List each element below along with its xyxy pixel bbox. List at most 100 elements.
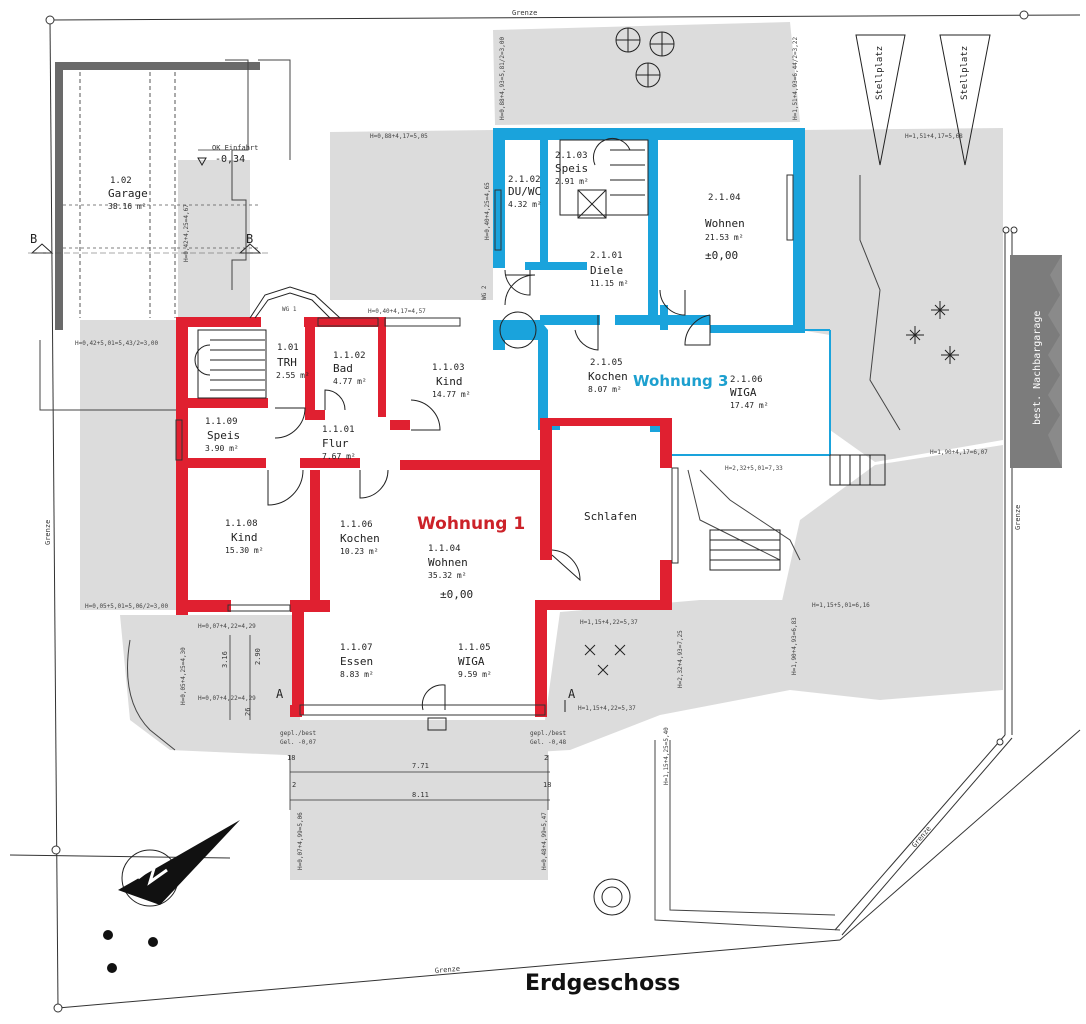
height-label: H=0,40+4,17=4,57 — [368, 308, 426, 315]
room-name: Diele — [590, 264, 623, 277]
room-no: 1.1.08 — [225, 519, 258, 529]
height-label: H=1,15+4,25=5,40 — [663, 727, 670, 785]
room-area: 8.83 m² — [340, 670, 374, 679]
wohnung3-wiga — [670, 329, 831, 456]
neighbour-garage — [1010, 255, 1062, 468]
gepl-left: gepl./best — [280, 730, 317, 737]
room-name: Speis — [207, 429, 240, 442]
gel-right: Gel. -0,48 — [530, 739, 567, 746]
paving-right-lower — [780, 445, 1003, 700]
door-swings — [267, 269, 711, 731]
room-area: 9.59 m² — [458, 670, 492, 679]
w3-wall-dushe — [540, 140, 548, 265]
height-label: H=0,88+4,93=5,81/2=3,00 — [499, 37, 506, 120]
room-name: Schlafen — [584, 510, 637, 523]
wg2-label: WG 2 — [481, 285, 488, 300]
dimension-lines — [198, 149, 550, 810]
height-annotations: H=0,88+4,93=5,81/2=3,00 H=0,88+4,17=5,05… — [75, 37, 988, 870]
w3-wall-top — [493, 128, 805, 140]
height-label: H=0,48+4,99=5,47 — [541, 812, 548, 870]
room-area: 2.55 m² — [276, 371, 310, 380]
room-name: Wohnen — [428, 556, 468, 569]
paving-areas — [80, 22, 1003, 880]
room-no: 2.1.01 — [590, 251, 623, 261]
room-no: 1.1.04 — [428, 544, 461, 554]
room-name: Bad — [333, 362, 353, 375]
room-no: 2.1.02 — [508, 175, 541, 185]
room-area: 7.67 m² — [322, 452, 356, 461]
height-label: H=1,15+4,22=5,37 — [580, 619, 638, 626]
paving-left — [80, 320, 176, 610]
height-label: H=1,51+4,17=5,68 — [905, 133, 963, 140]
w3-wall-diele-top — [525, 262, 587, 270]
grenze-top-label: Grenze — [512, 9, 537, 17]
room-no: 2.1.04 — [708, 193, 741, 203]
w3-wall-right — [793, 128, 805, 333]
paving-right — [800, 128, 1003, 462]
grenze-left-label: Grenze — [44, 520, 52, 545]
room-no: 2.1.06 — [730, 375, 763, 385]
paving-upper-center — [330, 130, 493, 300]
section-a-left: A — [276, 687, 284, 701]
room-no: 1.1.07 — [340, 643, 373, 653]
grenze-right-label: Grenze — [1014, 505, 1022, 530]
dim-18a: 18 — [287, 754, 295, 762]
ok-einfahrt-value: -0,34 — [215, 154, 245, 165]
paving-terrace — [290, 745, 548, 880]
room-area: 4.32 m² — [508, 200, 542, 209]
ok-einfahrt: OK Einfahrt -0,34 — [197, 144, 258, 167]
dim-290: 2.90 — [254, 648, 262, 665]
room-labels: 1.02 Garage 38.16 m² 1.01 TRH 2.55 m² 1.… — [108, 151, 769, 679]
room-area: 17.47 m² — [730, 401, 769, 410]
wohnung3-label: Wohnung 3 — [633, 372, 728, 390]
section-a-right: A — [568, 687, 576, 701]
height-label: H=2,32+5,01=7,33 — [725, 465, 783, 472]
w1-wall-mid — [400, 460, 550, 470]
height-label: H=0,07+4,22=4,29 — [198, 695, 256, 702]
section-b-left: B — [30, 232, 37, 246]
parking-spaces — [855, 34, 991, 166]
dim-26: 26 — [244, 708, 252, 716]
w3-wall-lower — [493, 320, 560, 430]
height-label: H=0,07+4,99=5,06 — [297, 812, 304, 870]
height-label: H=1,15+5,01=6,16 — [812, 602, 870, 609]
w1-wall-top-m — [304, 317, 384, 327]
gel-left: Gel. -0,07 — [280, 739, 317, 746]
room-area: 3.90 m² — [205, 444, 239, 453]
room-name: WIGA — [458, 655, 485, 668]
boundary-labels: Grenze Grenze Grenze Grenze Grenze Stell… — [30, 9, 1043, 975]
plan-title: Erdgeschoss — [525, 971, 680, 996]
room-name: TRH — [277, 356, 297, 369]
room-name: WIGA — [730, 386, 757, 399]
dim-2b: 2 — [544, 754, 548, 762]
room-name: Kind — [436, 375, 463, 388]
room-name: Speis — [555, 162, 588, 175]
room-no: 1.1.01 — [322, 425, 355, 435]
height-label: H=0,42+4,25=4,67 — [183, 204, 190, 262]
stairs — [194, 137, 886, 571]
room-no: 1.1.09 — [205, 417, 238, 427]
room-name: Kochen — [340, 532, 380, 545]
w3-wall-left — [493, 128, 505, 268]
room-no: 1.01 — [277, 343, 299, 353]
ok-einfahrt-label: OK Einfahrt — [212, 144, 258, 152]
room-name: Garage — [108, 187, 148, 200]
height-label: H=1,15+4,22=5,37 — [578, 705, 636, 712]
w3-wall-kochen-top-l — [540, 315, 600, 325]
room-area: 14.77 m² — [432, 390, 471, 399]
w3-wall-wohnen — [648, 140, 658, 315]
room-name: Kochen — [588, 370, 628, 383]
room-no: 1.1.02 — [333, 351, 366, 361]
room-area: 21.53 m² — [705, 233, 744, 242]
room-area: 15.30 m² — [225, 546, 264, 555]
wohnung3-walls — [493, 128, 805, 432]
height-label: H=1,90+4,93=6,83 — [791, 617, 798, 675]
room-area: 10.23 m² — [340, 547, 379, 556]
w1-wall-top-l — [176, 317, 261, 327]
dim-316: 3.16 — [221, 651, 229, 668]
north-arrow-icon — [118, 820, 240, 907]
dimension-texts: 7.71 8.11 18 18 2 2 3.16 2.90 26 — [221, 648, 551, 799]
stone-walls — [39, 59, 901, 931]
height-label: H=0,42+5,01=5,43/2=3,00 — [75, 340, 158, 347]
room-area: 4.77 m² — [333, 377, 367, 386]
